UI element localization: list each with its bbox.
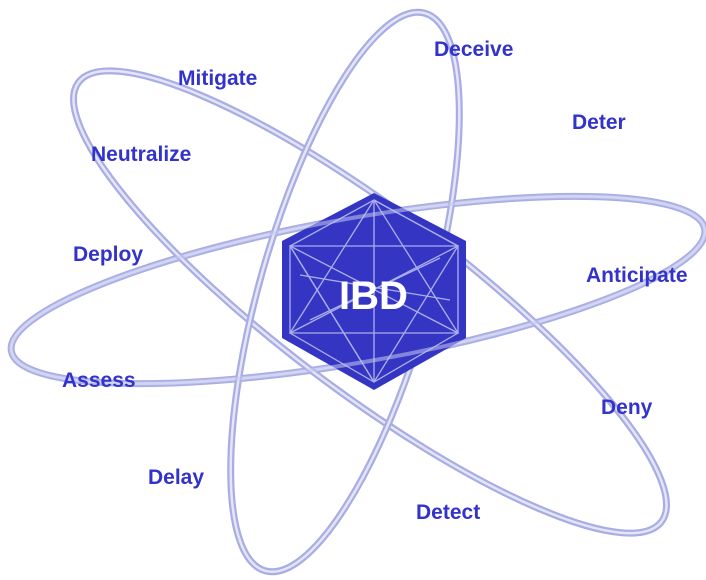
label-anticipate: Anticipate <box>586 264 688 287</box>
center-label-ibd: IBD <box>339 274 408 318</box>
label-deceive: Deceive <box>434 38 514 61</box>
hexagon-wireframe <box>288 199 460 383</box>
label-assess: Assess <box>62 369 136 392</box>
label-deploy: Deploy <box>73 243 144 266</box>
label-delay: Delay <box>148 466 205 489</box>
orbit-front-overlay <box>9 194 706 386</box>
label-deny: Deny <box>601 396 653 419</box>
nucleus-hexagon <box>282 193 466 390</box>
label-deter: Deter <box>572 111 626 134</box>
label-mitigate: Mitigate <box>178 67 258 90</box>
label-neutralize: Neutralize <box>91 143 192 166</box>
label-detect: Detect <box>416 501 481 524</box>
